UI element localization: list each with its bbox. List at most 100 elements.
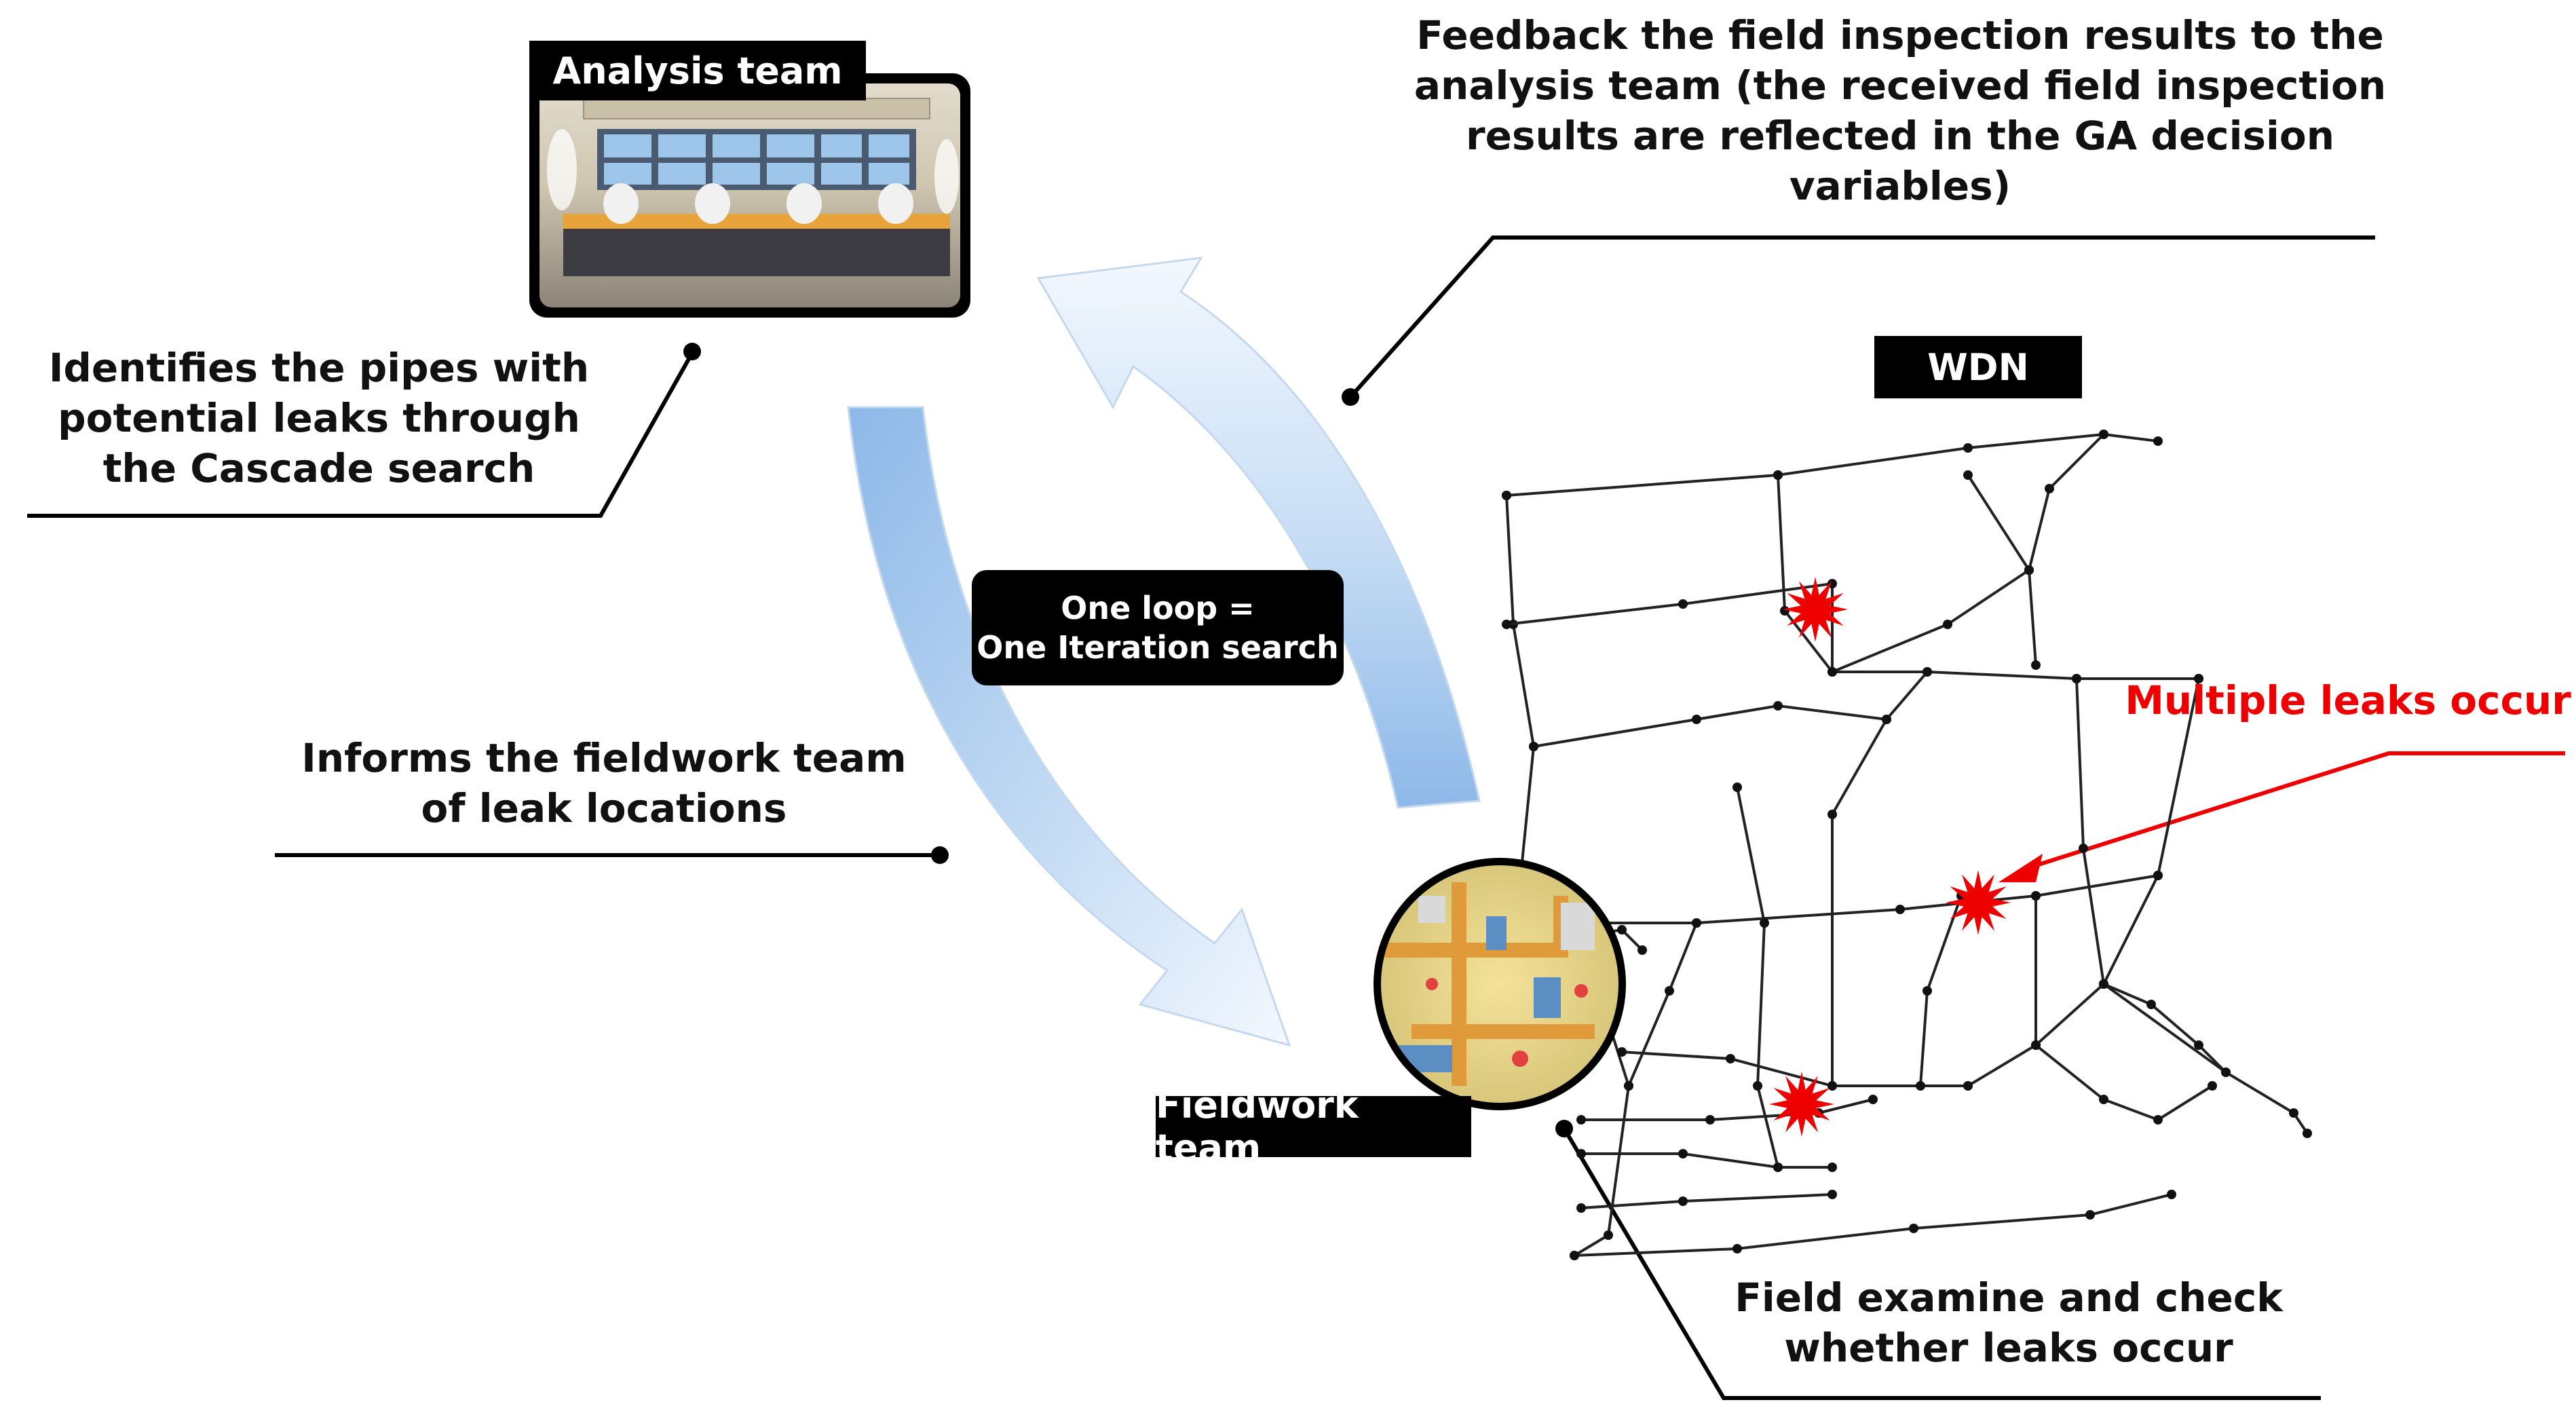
network-node — [1827, 810, 1837, 819]
informs-line: of leak locations — [421, 785, 787, 831]
network-node — [1732, 782, 1742, 792]
network-node — [1529, 742, 1538, 751]
network-node — [2153, 436, 2163, 446]
leak-burst-icon — [1946, 870, 2011, 935]
network-node — [1895, 905, 1905, 914]
network-node — [2303, 1129, 2312, 1138]
network-node — [1617, 925, 1627, 935]
pipe-segment — [1831, 671, 1929, 1086]
network-node — [2221, 1068, 2231, 1077]
network-node — [1678, 1196, 1688, 1206]
network-node — [2099, 979, 2108, 989]
network-node — [1726, 1054, 1735, 1063]
network-node — [1576, 1115, 1586, 1125]
network-node — [2045, 484, 2054, 493]
pipe-segment — [1777, 474, 2199, 680]
pipe-segment — [1736, 787, 1779, 1168]
network-node — [1922, 667, 1932, 677]
pipe-segment — [1580, 1193, 1833, 1209]
leader-dots — [683, 343, 1573, 1137]
network-node — [2153, 1115, 2163, 1125]
pipe-segment — [1832, 433, 2105, 673]
network-node — [1570, 1251, 1579, 1260]
feedback-line: Feedback the field inspection results to… — [1416, 12, 2384, 58]
network-node — [1502, 620, 1511, 629]
feedback-arrow — [1036, 257, 1481, 809]
network-node — [1502, 491, 1511, 500]
network-node — [1827, 1190, 1837, 1199]
network-node — [1604, 1230, 1613, 1240]
multiple-leaks-pointer — [1999, 751, 2565, 882]
pipe-segment — [2075, 678, 2309, 1135]
feedback-annotation: Feedback the field inspection results to… — [1412, 10, 2389, 211]
network-node — [1827, 1081, 1837, 1091]
leak-burst-icon — [1769, 1072, 1834, 1137]
multiple-leaks-text: Multiple leaks occur — [2125, 677, 2571, 723]
network-node — [2079, 844, 2088, 853]
network-node — [2194, 674, 2203, 683]
fieldwork-illustration — [1374, 858, 1626, 1110]
network-node — [2099, 430, 2108, 439]
network-node — [1963, 443, 1973, 453]
network-node — [1576, 1203, 1586, 1213]
field-examine-line: whether leaks occur — [1784, 1325, 2233, 1371]
network-node — [1732, 1244, 1742, 1253]
network-node — [1916, 1081, 1925, 1091]
loop-line-2: One Iteration search — [977, 629, 1339, 666]
network-node — [1909, 1224, 1918, 1233]
multiple-leaks-annotation: Multiple leaks occur — [2124, 675, 2572, 725]
identifies-line: Identifies the pipes with — [48, 345, 590, 391]
network-node — [2153, 871, 2163, 880]
identifies-annotation: Identifies the pipes with potential leak… — [41, 343, 597, 493]
network-node — [2072, 674, 2081, 683]
network-node — [1882, 715, 1891, 724]
informs-annotation: Informs the fieldwork team of leak locat… — [299, 733, 909, 833]
network-node — [1780, 606, 1789, 616]
inform-arrow — [847, 406, 1291, 1047]
network-node — [2085, 1210, 2095, 1220]
network-node — [2099, 1095, 2108, 1104]
leak-bursts — [1769, 577, 2011, 1137]
pipe-segment — [1506, 582, 1834, 672]
network-node — [1827, 1163, 1837, 1172]
network-node — [1760, 918, 1769, 928]
informs-line: Informs the fieldwork team — [301, 735, 907, 781]
pipe-segment — [1621, 1051, 1968, 1087]
wdn-network — [1502, 430, 2312, 1260]
network-node — [2024, 565, 2034, 575]
feedback-line: results are reflected in the GA decision — [1465, 113, 2335, 159]
pipe-segment — [1505, 495, 1536, 883]
network-node — [1943, 620, 1952, 629]
network-node — [1753, 1081, 1762, 1091]
network-node — [1637, 945, 1647, 955]
pipe-segment — [1540, 874, 2159, 924]
network-node — [2031, 891, 2041, 901]
network-node — [2194, 1040, 2203, 1050]
loop-definition-box: One loop = One Iteration search — [972, 570, 1344, 685]
network-node — [1678, 599, 1688, 609]
pipe-segment — [2157, 678, 2200, 876]
fieldwork-team-label: Fieldwork team — [1156, 1084, 1471, 1169]
pipe-segment — [1581, 1152, 1832, 1169]
network-node — [2289, 1108, 2298, 1118]
network-node — [2031, 660, 2041, 670]
pipe-segment — [2034, 896, 2214, 1122]
network-node — [2031, 1040, 2041, 1050]
wdn-label-text: WDN — [1927, 345, 2029, 389]
network-node — [1692, 715, 1701, 724]
analysis-team-label: Analysis team — [529, 41, 866, 100]
network-node — [1773, 1163, 1783, 1172]
identifies-line: potential leaks through — [58, 395, 580, 441]
network-node — [1773, 701, 1783, 711]
field-examine-line: Field examine and check — [1735, 1275, 2283, 1321]
control-room-photo — [529, 73, 970, 318]
loop-line-1: One loop = — [1061, 590, 1255, 626]
field-examine-annotation: Field examine and check whether leaks oc… — [1730, 1272, 2287, 1373]
network-node — [1617, 1047, 1627, 1057]
wdn-label: WDN — [1874, 336, 2082, 398]
pipe-segment — [1533, 704, 1887, 748]
network-node — [2167, 1190, 2176, 1199]
network-node — [1678, 1149, 1688, 1158]
